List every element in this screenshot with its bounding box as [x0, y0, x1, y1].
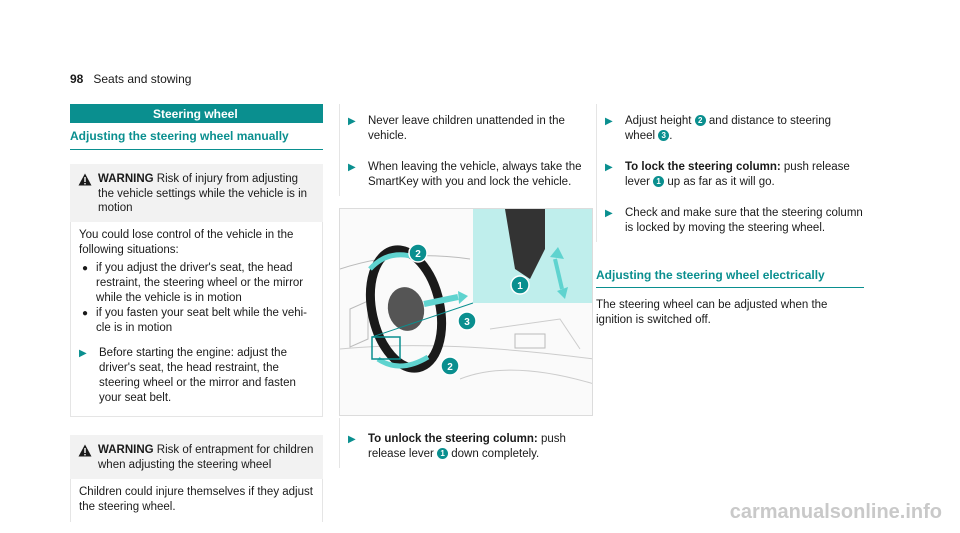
warning-body: You could lose control of the vehicle in… — [70, 222, 323, 417]
svg-text:2: 2 — [447, 362, 453, 373]
steps-panel: ▶ Adjust height 2 and distance to steeri… — [596, 104, 864, 242]
step-arrow-icon: ▶ — [605, 116, 613, 127]
warning-box-entrapment: WARNING Risk of entrapment for chil­dren… — [70, 434, 323, 523]
page-number: 98 — [70, 72, 84, 86]
warning-box-injury: WARNING Risk of injury from adjusting th… — [70, 163, 323, 417]
callout-1: 1 — [510, 275, 530, 295]
ref-3-badge: 3 — [658, 130, 670, 142]
step-arrow-icon: ▶ — [348, 161, 356, 173]
callout-2-bottom: 2 — [440, 356, 460, 376]
list-item: ●if you adjust the driver's seat, the he… — [82, 262, 304, 305]
watermark: carmanualsonline.info — [729, 501, 942, 523]
section-name: Seats and stowing — [93, 72, 192, 86]
warning-title: Risk of injury from adjusting the vehicl… — [98, 172, 308, 215]
step-item: ▶ Never leave children unattended in the… — [348, 115, 565, 142]
warning-triangle-icon — [78, 444, 92, 457]
steering-wheel-figure: 1 2 3 2 — [339, 207, 593, 416]
column-3: ▶ Adjust height 2 and distance to steeri… — [596, 104, 864, 328]
callout-2-top: 2 — [408, 243, 428, 263]
step-arrow-icon: ▶ — [348, 433, 356, 445]
step-arrow-icon: ▶ — [605, 207, 613, 219]
warning-bullets: ●if you adjust the driver's seat, the he… — [79, 261, 314, 336]
warning-text: WARNING Risk of entrapment for chil­dren… — [98, 443, 315, 473]
subheading-electric: Adjusting the steering wheel electricall… — [596, 262, 864, 289]
steering-wheel-illustration: 1 2 3 2 — [340, 208, 592, 384]
svg-text:3: 3 — [464, 317, 470, 328]
warning-label: WARNING — [98, 172, 154, 185]
column-2: ▶ Never leave children unattended in the… — [339, 104, 594, 468]
step-arrow-icon: ▶ — [79, 347, 87, 359]
svg-text:2: 2 — [415, 249, 421, 260]
step-item: ▶ When leaving the vehicle, always take … — [348, 160, 582, 188]
list-item: ●if you fasten your seat belt while the … — [82, 307, 308, 335]
step-arrow-icon: ▶ — [605, 161, 613, 173]
subheading-manual: Adjusting the steering wheel manually — [70, 123, 323, 150]
steps-panel: ▶ Never leave children unattended in the… — [339, 104, 594, 196]
warning-intro: You could lose control of the vehicle in… — [79, 229, 294, 257]
step-arrow-icon: ▶ — [348, 116, 356, 127]
callout-3: 3 — [457, 311, 477, 331]
svg-text:1: 1 — [517, 281, 523, 292]
warning-header: WARNING Risk of entrapment for chil­dren… — [70, 434, 323, 479]
step-lock: ▶ To lock the steering column: push rele… — [605, 160, 850, 188]
bullet-icon: ● — [82, 263, 89, 275]
warning-title: Risk of entrapment for chil­dren when ad… — [98, 443, 314, 471]
bullet-icon: ● — [82, 308, 89, 320]
warning-header: WARNING Risk of injury from adjusting th… — [70, 163, 323, 223]
ref-2-badge: 2 — [694, 115, 706, 127]
section-title: Steering wheel — [70, 104, 323, 123]
unlock-step-panel: ▶ To unlock the steering column: push re… — [339, 417, 594, 468]
electric-body: The steering wheel can be adjusted when … — [596, 299, 828, 327]
step-unlock: ▶ To unlock the steering column: push re… — [348, 432, 566, 460]
warning-text: WARNING Risk of injury from adjusting th… — [98, 172, 315, 217]
step-check: ▶ Check and make sure that the steering … — [605, 206, 863, 234]
step-adjust: ▶ Adjust height 2 and distance to steeri… — [605, 115, 832, 142]
page-header: 98 Seats and stowing — [70, 72, 191, 88]
warning-label: WARNING — [98, 443, 154, 456]
warning-triangle-icon — [78, 173, 92, 186]
ref-1-badge: 1 — [437, 448, 449, 460]
warning-step: ▶ Before starting the engine: adjust the… — [79, 346, 296, 404]
column-1: Steering wheel Adjusting the steering wh… — [70, 104, 323, 523]
warning-body: Children could injure themselves if they… — [70, 478, 323, 523]
ref-1-badge: 1 — [653, 176, 665, 188]
